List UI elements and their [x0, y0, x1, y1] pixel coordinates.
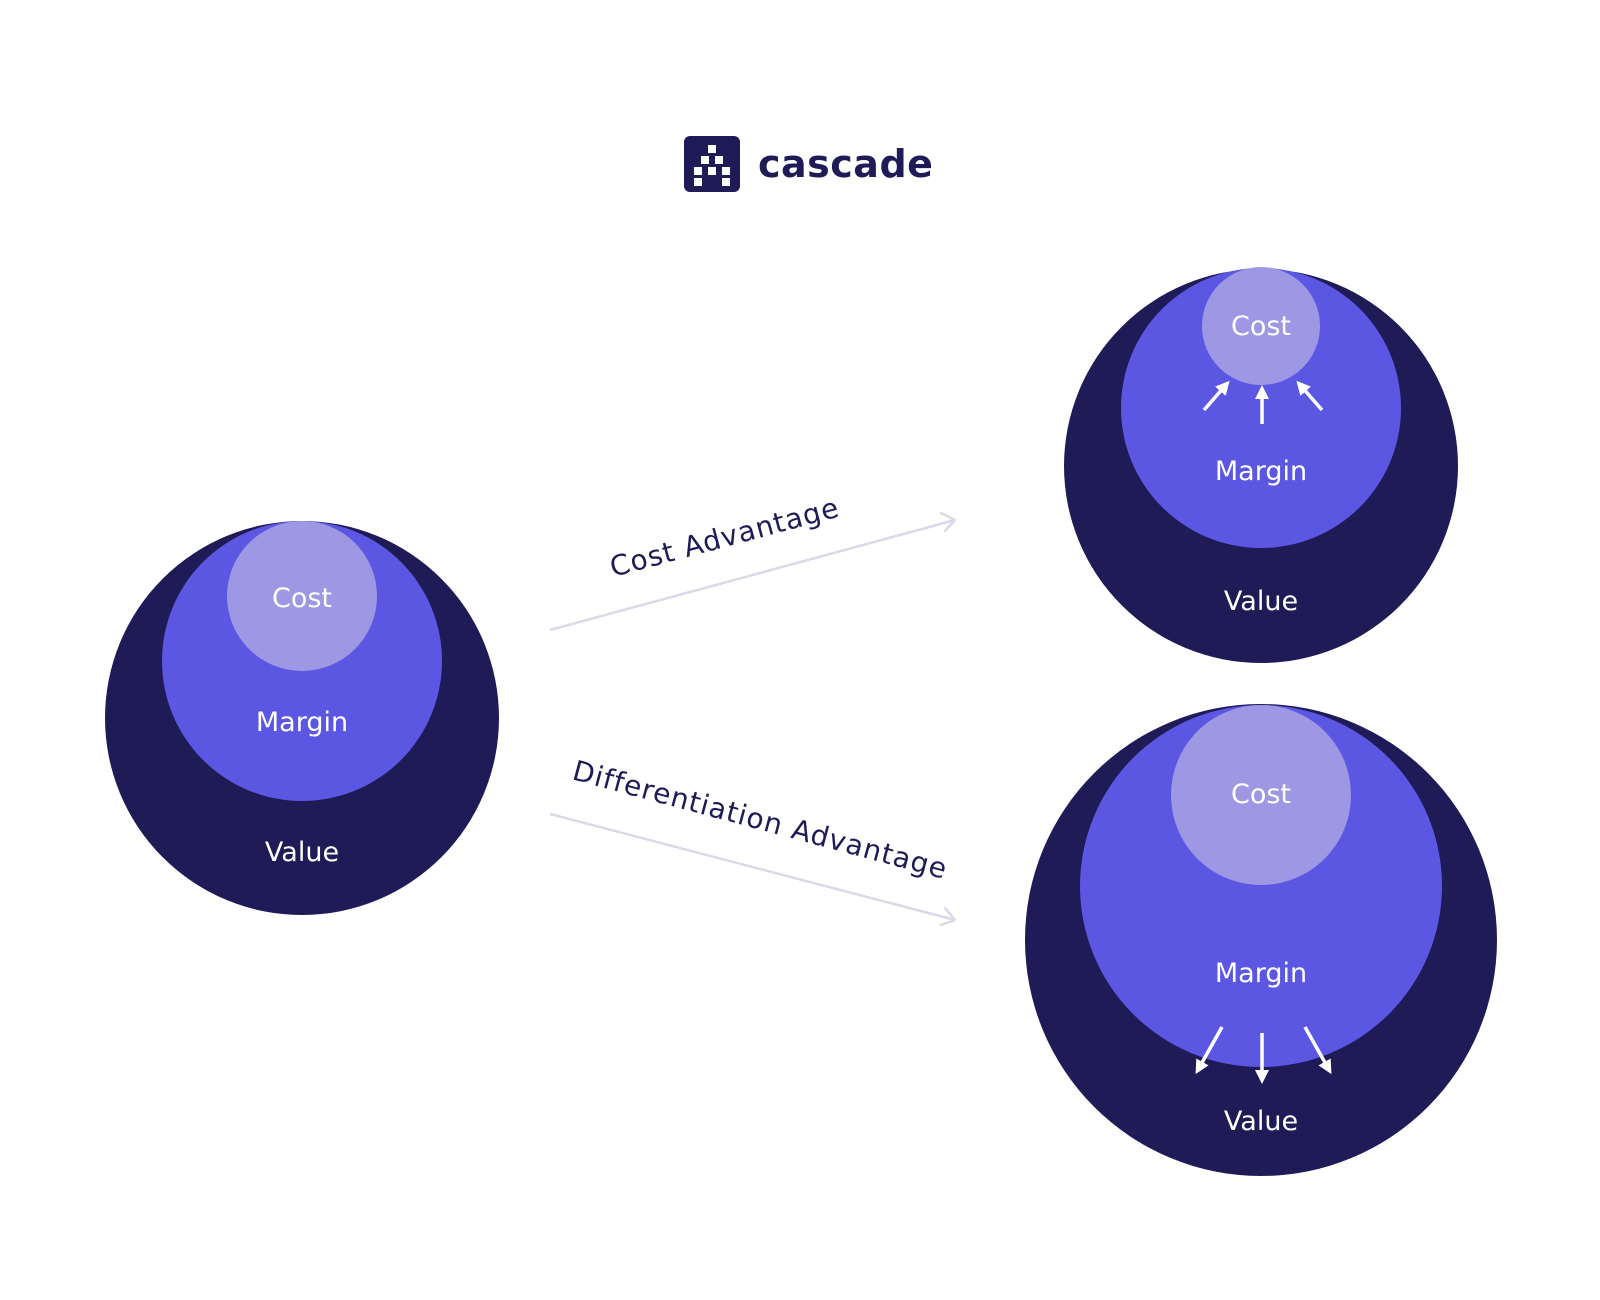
- cost-advantage-circles: Cost Margin Value: [1064, 267, 1458, 663]
- differentiation-cost-label: Cost: [1231, 779, 1291, 810]
- cascade-logo: cascade: [684, 135, 933, 193]
- differentiation-value-label: Value: [1224, 1106, 1298, 1137]
- cost-advantage-cost-label: Cost: [1231, 311, 1291, 342]
- differentiation-advantage-line: [549, 812, 956, 922]
- cost-advantage-connector: Cost Advantage: [549, 491, 957, 632]
- cost-advantage-margin-label: Margin: [1215, 456, 1307, 487]
- differentiation-advantage-arrowhead: [939, 906, 957, 927]
- differentiation-advantage-circles: Cost Margin Value: [1025, 704, 1497, 1176]
- baseline-circles: Cost Margin Value: [105, 521, 499, 915]
- value-down-right-arrow: [1303, 1026, 1332, 1075]
- baseline-value-label: Value: [265, 837, 339, 868]
- baseline-cost-label: Cost: [272, 583, 332, 614]
- differentiation-cost-circle: [1171, 705, 1351, 885]
- logo-wordmark: cascade: [758, 142, 934, 186]
- baseline-cost-circle: [227, 521, 377, 671]
- cost-advantage-value-label: Value: [1224, 586, 1298, 617]
- cost-advantage-arrowhead: [939, 511, 957, 533]
- cascade-pyramid-dots-icon: [684, 136, 740, 192]
- cost-advantage-label: Cost Advantage: [606, 491, 843, 584]
- cost-up-right-arrow: [1296, 380, 1324, 412]
- baseline-margin-label: Margin: [256, 707, 348, 738]
- differentiation-margin-circle: [1080, 705, 1442, 1067]
- differentiation-margin-label: Margin: [1215, 958, 1307, 989]
- value-down-left-arrow: [1195, 1026, 1224, 1075]
- cost-advantage-line: [549, 518, 956, 632]
- differentiation-advantage-label: Differentiation Advantage: [569, 754, 951, 886]
- cost-advantage-cost-circle: [1202, 267, 1320, 385]
- differentiation-advantage-connector: Differentiation Advantage: [549, 754, 957, 927]
- cost-up-left-arrow: [1202, 380, 1230, 412]
